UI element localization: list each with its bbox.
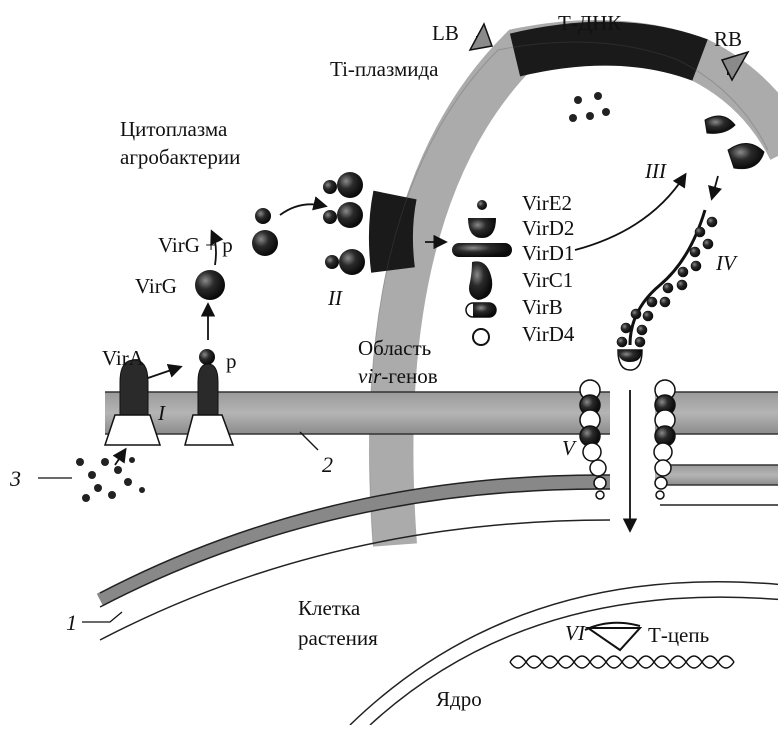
stage-vi: VI: [565, 621, 586, 645]
vird4-icon: [473, 329, 489, 345]
t-strand-label: Т-цепь: [648, 623, 709, 647]
vir-region-label-1: Область: [358, 336, 431, 360]
plant-cell-wall: [100, 475, 778, 640]
vir-protein-icons: [452, 200, 512, 345]
protein-label: VirC1: [522, 268, 573, 292]
arrow-vira-to-p: [148, 367, 180, 378]
protein-label: VirD1: [522, 241, 574, 265]
virg-p-label: VirG + p: [158, 233, 233, 257]
arrow-signal-to-vira: [115, 450, 125, 465]
protein-label: VirD4: [522, 322, 575, 346]
virb-icon: [466, 303, 496, 317]
callout-1: 1: [66, 610, 77, 635]
stage-i: I: [157, 401, 166, 425]
plant-cell-label-2: растения: [298, 626, 378, 650]
stage-ii: II: [327, 286, 343, 310]
protein-label: VirD2: [522, 216, 574, 240]
rb-label: RB: [714, 27, 742, 51]
arrow-virgp-to-vir: [280, 204, 325, 215]
cytoplasm-label-1: Цитоплазма: [120, 117, 228, 141]
virg-ball-icon: [195, 270, 225, 300]
vir-region-segment: [391, 195, 395, 270]
arrow-rb-down: [712, 176, 718, 198]
nucleus: [350, 582, 778, 725]
vire2-icon: [477, 200, 487, 210]
vira-label: VirA: [102, 346, 145, 370]
protein-label: VirB: [522, 295, 563, 319]
t-dna-label: Т-ДНК: [558, 11, 622, 35]
plant-chromosome-icon: [510, 656, 734, 668]
p-label: p: [226, 349, 237, 373]
signal-molecules: [76, 457, 145, 502]
vird2-icon: [468, 218, 496, 238]
t-complex-icon: [617, 210, 717, 370]
cytoplasm-label-2: агробактерии: [120, 145, 240, 169]
vir-region-label-2: vir-генов: [358, 364, 438, 388]
virg-p-icon: [252, 208, 278, 256]
virg-label: VirG: [135, 274, 177, 298]
stage-iv: IV: [715, 251, 738, 275]
nucleus-label: Ядро: [436, 687, 482, 711]
vird1-icon: [452, 243, 512, 257]
t-dna-dots: [569, 92, 610, 122]
stage-iii: III: [644, 159, 667, 183]
callout-3: 3: [9, 466, 21, 491]
virg-bound-proteins: [323, 172, 365, 275]
virc1-icon: [469, 261, 492, 300]
t-strand-icon: [585, 623, 640, 650]
callout-2: 2: [322, 452, 333, 477]
arrow-proteins-to-rb: [575, 175, 685, 250]
protein-label: VirE2: [522, 191, 572, 215]
stage-v: V: [562, 436, 577, 460]
ti-plasmid-label: Ti-плазмида: [330, 57, 439, 81]
lb-label: LB: [432, 21, 459, 45]
plant-cell-label-1: Клетка: [298, 596, 361, 620]
vir-protein-list: VirE2 VirD2 VirD1 VirC1 VirB VirD4: [522, 191, 575, 346]
lb-flag-icon: [470, 24, 492, 50]
